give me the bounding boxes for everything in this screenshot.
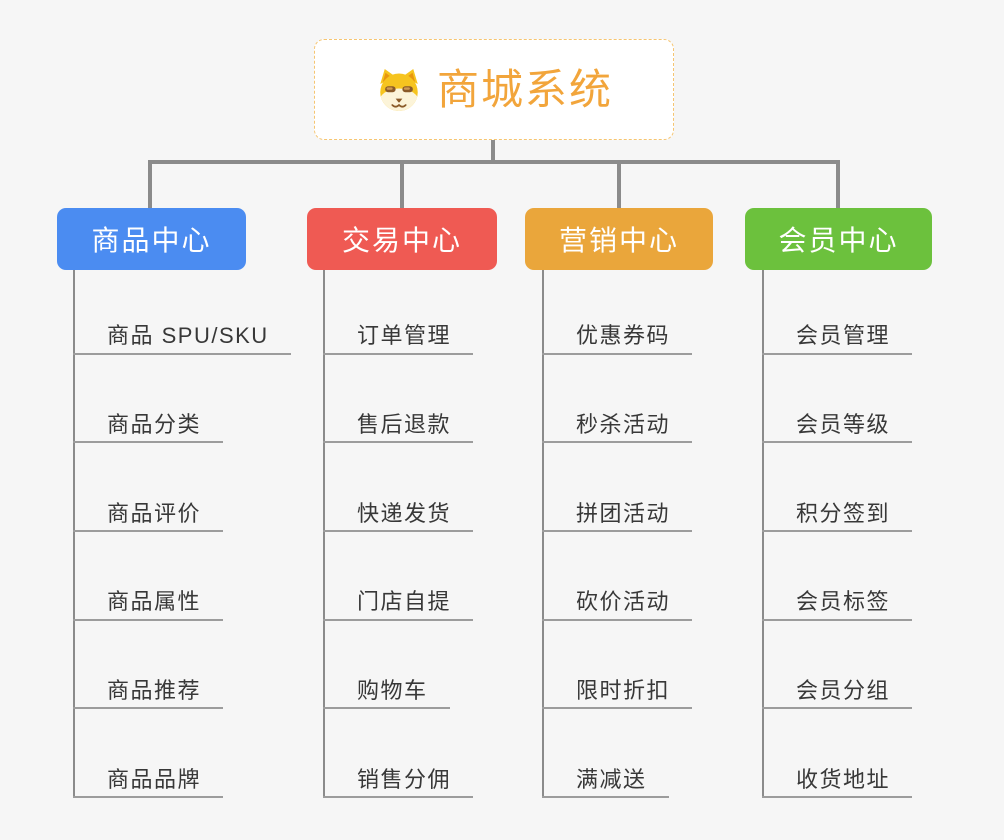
child-topic-label: 商品分类 <box>107 412 202 438</box>
child-topic-label: 商品 SPU/SKU <box>107 323 269 349</box>
branch-node-goods-center[interactable]: 商品中心 <box>57 208 246 270</box>
branch-1-child-line <box>73 270 75 798</box>
child-topic-label: 商品评价 <box>107 500 202 526</box>
connector-drop-1 <box>148 160 152 208</box>
child-topic-label: 商品推荐 <box>107 678 202 704</box>
child-topic[interactable]: 会员标签 <box>762 532 913 621</box>
child-topic[interactable]: 会员分组 <box>762 621 913 710</box>
child-topic[interactable]: 商品评价 <box>73 443 224 533</box>
child-topic[interactable]: 砍价活动 <box>542 532 693 621</box>
branch-4-child-line <box>762 270 764 798</box>
child-topic-label: 砍价活动 <box>576 589 671 615</box>
child-topic[interactable]: 会员管理 <box>762 266 913 355</box>
child-topic-label: 拼团活动 <box>576 500 671 526</box>
child-topic-label: 会员等级 <box>796 412 891 438</box>
child-topic[interactable]: 快递发货 <box>323 443 474 533</box>
branch-node-marketing-center[interactable]: 营销中心 <box>525 208 713 270</box>
child-topic-label: 满减送 <box>576 766 647 792</box>
child-topic-label: 会员标签 <box>796 589 891 615</box>
child-topic-label: 优惠券码 <box>576 323 671 349</box>
branch-3-children: 优惠券码 秒杀活动 拼团活动 砍价活动 限时折扣 满减送 <box>542 266 693 799</box>
connector-drop-3 <box>617 160 621 208</box>
child-topic[interactable]: 拼团活动 <box>542 443 693 533</box>
branch-2-child-line <box>323 270 325 798</box>
child-topic[interactable]: 销售分佣 <box>323 709 474 799</box>
child-topic[interactable]: 收货地址 <box>762 709 913 799</box>
branch-1-children: 商品 SPU/SKU 商品分类 商品评价 商品属性 商品推荐 商品品牌 <box>73 266 291 799</box>
connector-drop-4 <box>836 160 840 208</box>
branch-3-child-line <box>542 270 544 798</box>
shiba-dog-icon <box>380 68 418 111</box>
child-topic-label: 订单管理 <box>357 323 452 349</box>
branch-2-children: 订单管理 售后退款 快递发货 门店自提 购物车 销售分佣 <box>323 266 474 799</box>
child-topic-label: 商品属性 <box>107 589 202 615</box>
child-topic[interactable]: 优惠券码 <box>542 266 693 355</box>
child-topic[interactable]: 商品 SPU/SKU <box>73 266 291 355</box>
child-topic-label: 积分签到 <box>796 500 891 526</box>
root-node[interactable]: 商城系统 <box>314 39 674 140</box>
child-topic-label: 收货地址 <box>796 766 891 792</box>
child-topic[interactable]: 满减送 <box>542 709 669 799</box>
child-topic-label: 会员分组 <box>796 678 891 704</box>
child-topic[interactable]: 购物车 <box>323 621 450 710</box>
child-topic[interactable]: 售后退款 <box>323 355 474 444</box>
child-topic-label: 会员管理 <box>796 323 891 349</box>
child-topic[interactable]: 商品推荐 <box>73 621 224 710</box>
child-topic-label: 购物车 <box>357 678 428 704</box>
child-topic[interactable]: 会员等级 <box>762 355 913 444</box>
child-topic-label: 秒杀活动 <box>576 412 671 438</box>
child-topic[interactable]: 积分签到 <box>762 443 913 533</box>
child-topic[interactable]: 商品品牌 <box>73 709 224 799</box>
connector-bus-line <box>148 160 840 164</box>
branch-node-trade-center[interactable]: 交易中心 <box>307 208 497 270</box>
branch-node-member-center[interactable]: 会员中心 <box>745 208 932 270</box>
child-topic[interactable]: 商品属性 <box>73 532 224 621</box>
child-topic[interactable]: 门店自提 <box>323 532 474 621</box>
child-topic[interactable]: 商品分类 <box>73 355 224 444</box>
child-topic-label: 商品品牌 <box>107 766 202 792</box>
branch-4-children: 会员管理 会员等级 积分签到 会员标签 会员分组 收货地址 <box>762 266 913 799</box>
child-topic-label: 快递发货 <box>357 500 452 526</box>
child-topic[interactable]: 订单管理 <box>323 266 474 355</box>
connector-root-stub <box>491 140 495 164</box>
child-topic-label: 销售分佣 <box>357 766 452 792</box>
child-topic-label: 门店自提 <box>357 589 452 615</box>
child-topic-label: 售后退款 <box>357 412 452 438</box>
root-title: 商城系统 <box>436 65 613 113</box>
child-topic[interactable]: 秒杀活动 <box>542 355 693 444</box>
child-topic[interactable]: 限时折扣 <box>542 621 693 710</box>
child-topic-label: 限时折扣 <box>576 678 671 704</box>
connector-drop-2 <box>400 160 404 208</box>
